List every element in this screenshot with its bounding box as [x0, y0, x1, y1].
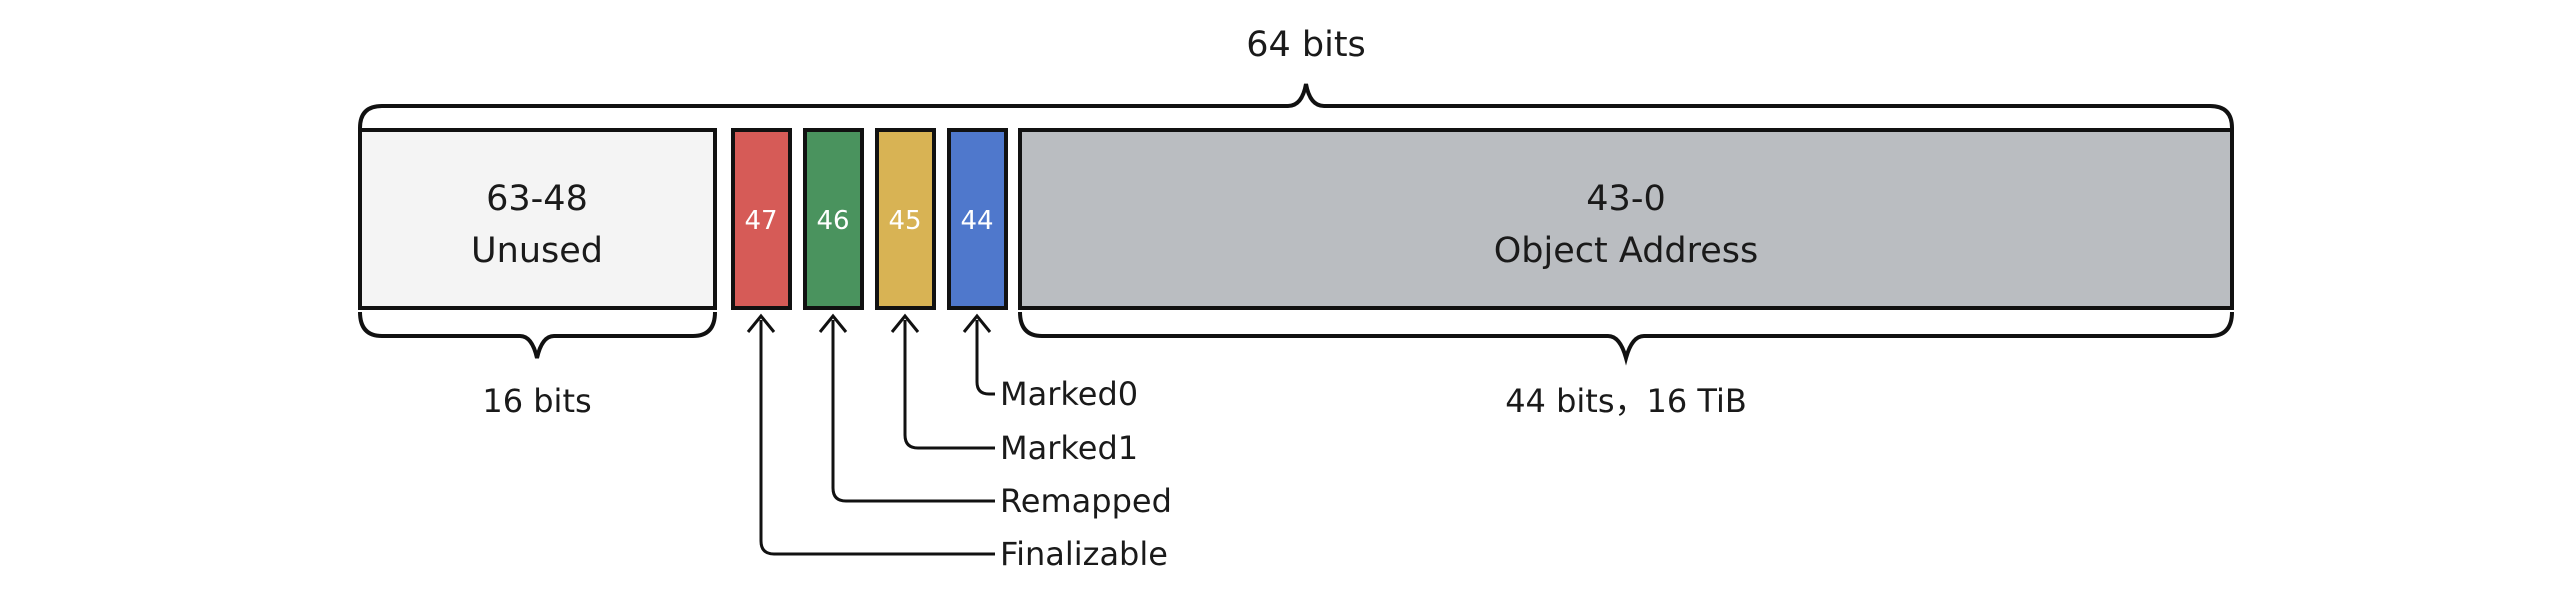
- address-brace: [1018, 311, 2234, 366]
- flag-bit-44: [947, 128, 1008, 310]
- unused-segment: [358, 128, 717, 310]
- unused-name-label: Unused: [471, 231, 603, 271]
- address-bits-label: 44 bits，16 TiB: [1505, 382, 1747, 420]
- unused-brace: [358, 311, 717, 359]
- arrow-finalizable: [759, 320, 995, 556]
- flag-bit-47: [731, 128, 792, 310]
- flag-bit-47-label: 47: [744, 206, 777, 236]
- flag-bit-45: [875, 128, 936, 310]
- arrow-marked1: [903, 320, 995, 450]
- top-bits-label: 64 bits: [1246, 25, 1366, 65]
- flag-name-remapped: Remapped: [1000, 482, 1172, 520]
- unused-range-label: 63-48: [486, 179, 588, 219]
- arrow-marked0: [975, 320, 995, 396]
- address-range-label: 43-0: [1586, 179, 1665, 219]
- top-brace: [358, 83, 2234, 129]
- flag-bit-44-label: 44: [960, 206, 993, 236]
- flag-bit-46: [803, 128, 864, 310]
- flag-name-marked0: Marked0: [1000, 375, 1138, 413]
- flag-name-finalizable: Finalizable: [1000, 535, 1168, 573]
- arrow-remapped: [831, 320, 995, 503]
- arrowhead-marked1: [890, 313, 920, 333]
- unused-bits-label: 16 bits: [482, 382, 591, 420]
- arrowhead-finalizable: [746, 313, 776, 333]
- flag-bit-46-label: 46: [816, 206, 849, 236]
- flag-name-marked1: Marked1: [1000, 429, 1138, 467]
- address-name-label: Object Address: [1494, 231, 1759, 271]
- arrowhead-remapped: [818, 313, 848, 333]
- address-segment: [1018, 128, 2234, 310]
- arrowhead-marked0: [962, 313, 992, 333]
- flag-bit-45-label: 45: [888, 206, 921, 236]
